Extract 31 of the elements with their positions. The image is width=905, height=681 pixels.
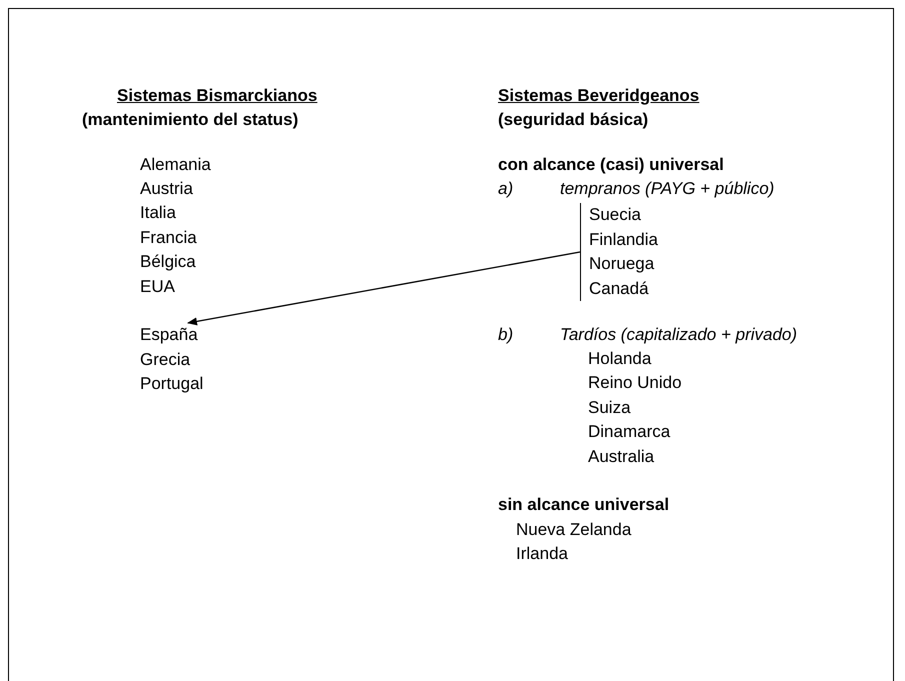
country-name: Alemania: [140, 154, 211, 176]
country-name: Reino Unido: [588, 372, 682, 394]
list-marker: a): [498, 178, 514, 200]
country-name: Bélgica: [140, 251, 196, 273]
country-name: EUA: [140, 276, 175, 298]
column-heading: Sistemas Beveridgeanos: [498, 85, 700, 107]
group-heading: sin alcance universal: [498, 494, 670, 516]
country-name: Canadá: [588, 278, 650, 300]
group-heading: con alcance (casi) universal: [498, 154, 724, 176]
column-subheading: (seguridad básica): [498, 109, 648, 131]
country-name: Nueva Zelanda: [516, 519, 632, 541]
country-name: Suecia: [588, 204, 642, 226]
country-name: Grecia: [140, 348, 192, 370]
country-name: Noruega: [588, 253, 656, 275]
country-name: Austria: [140, 178, 193, 200]
subgroup-heading: tempranos (PAYG + público): [560, 178, 774, 200]
country-name: Suiza: [588, 397, 631, 419]
country-name: Francia: [140, 227, 197, 249]
country-name: Irlanda: [516, 543, 568, 565]
list-marker: b): [498, 324, 514, 346]
arrow: [187, 251, 580, 326]
country-name: España: [140, 324, 199, 346]
country-name: Portugal: [140, 373, 204, 395]
country-name: Finlandia: [588, 228, 659, 250]
column-subheading: (mantenimiento del status): [82, 109, 298, 131]
subgroup-heading: Tardíos (capitalizado + privado): [560, 324, 798, 346]
country-name: Italia: [140, 202, 176, 224]
country-name: Dinamarca: [588, 421, 670, 443]
country-name: Australia: [588, 446, 654, 468]
country-name: Holanda: [588, 348, 652, 370]
column-heading: Sistemas Bismarckianos: [117, 85, 318, 107]
